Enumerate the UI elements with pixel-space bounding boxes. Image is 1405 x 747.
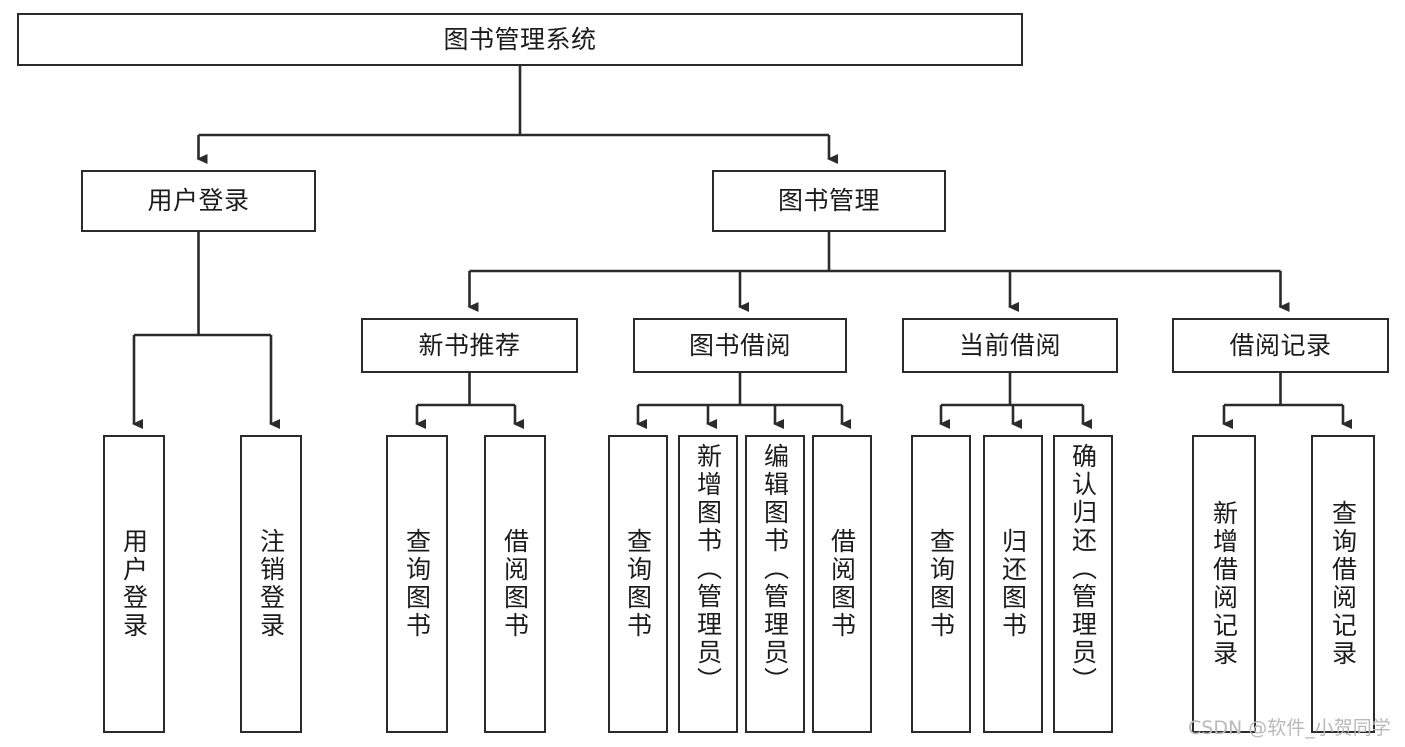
node-l4-cu-return[interactable]: 归还图书 <box>983 435 1043 733</box>
node-label: 图书借阅 <box>688 330 791 360</box>
node-label: 查询图书 <box>402 528 432 640</box>
node-label: 图书管理系统 <box>443 24 597 54</box>
node-label: 查询借阅记录 <box>1328 500 1358 668</box>
node-label: 借阅图书 <box>827 528 857 640</box>
node-l4-cu-query[interactable]: 查询图书 <box>911 435 971 733</box>
node-root[interactable]: 图书管理系统 <box>17 13 1023 66</box>
node-l4-user-login[interactable]: 用户登录 <box>103 435 165 733</box>
node-label: 新书推荐 <box>418 330 521 360</box>
node-label: 当前借阅 <box>958 330 1061 360</box>
node-label: 用户登录 <box>147 186 250 216</box>
node-l2-user[interactable]: 用户登录 <box>81 170 316 232</box>
node-label: 借阅记录 <box>1229 330 1332 360</box>
node-label: 用户登录 <box>119 528 149 640</box>
node-label: 编辑图书（管理员） <box>760 443 790 695</box>
node-l3-borrow[interactable]: 图书借阅 <box>633 318 847 373</box>
node-l3-current[interactable]: 当前借阅 <box>902 318 1118 373</box>
node-label: 归还图书 <box>998 528 1028 640</box>
node-label: 新增借阅记录 <box>1209 500 1239 668</box>
node-l4-bo-borrow[interactable]: 借阅图书 <box>812 435 872 733</box>
node-label: 查询图书 <box>623 528 653 640</box>
node-label: 图书管理 <box>777 186 880 216</box>
node-l3-newbook[interactable]: 新书推荐 <box>361 318 578 373</box>
node-l4-bo-query[interactable]: 查询图书 <box>608 435 668 733</box>
node-label: 注销登录 <box>256 528 286 640</box>
node-l4-cu-confirm[interactable]: 确认归还（管理员） <box>1053 435 1113 733</box>
node-label: 查询图书 <box>926 528 956 640</box>
node-label: 新增图书（管理员） <box>693 443 723 695</box>
node-l4-user-logout[interactable]: 注销登录 <box>240 435 302 733</box>
node-l3-record[interactable]: 借阅记录 <box>1172 318 1389 373</box>
node-l4-bo-edit[interactable]: 编辑图书（管理员） <box>745 435 805 733</box>
node-l4-bo-add[interactable]: 新增图书（管理员） <box>678 435 738 733</box>
node-l4-nb-query[interactable]: 查询图书 <box>386 435 448 733</box>
node-l2-book[interactable]: 图书管理 <box>712 170 946 232</box>
node-label: 借阅图书 <box>500 528 530 640</box>
csdn-watermark: CSDN @软件_小贺同学 <box>1188 717 1391 739</box>
node-l4-re-add[interactable]: 新增借阅记录 <box>1192 435 1256 733</box>
node-l4-re-query[interactable]: 查询借阅记录 <box>1311 435 1375 733</box>
node-l4-nb-borrow[interactable]: 借阅图书 <box>484 435 546 733</box>
node-label: 确认归还（管理员） <box>1068 443 1098 695</box>
